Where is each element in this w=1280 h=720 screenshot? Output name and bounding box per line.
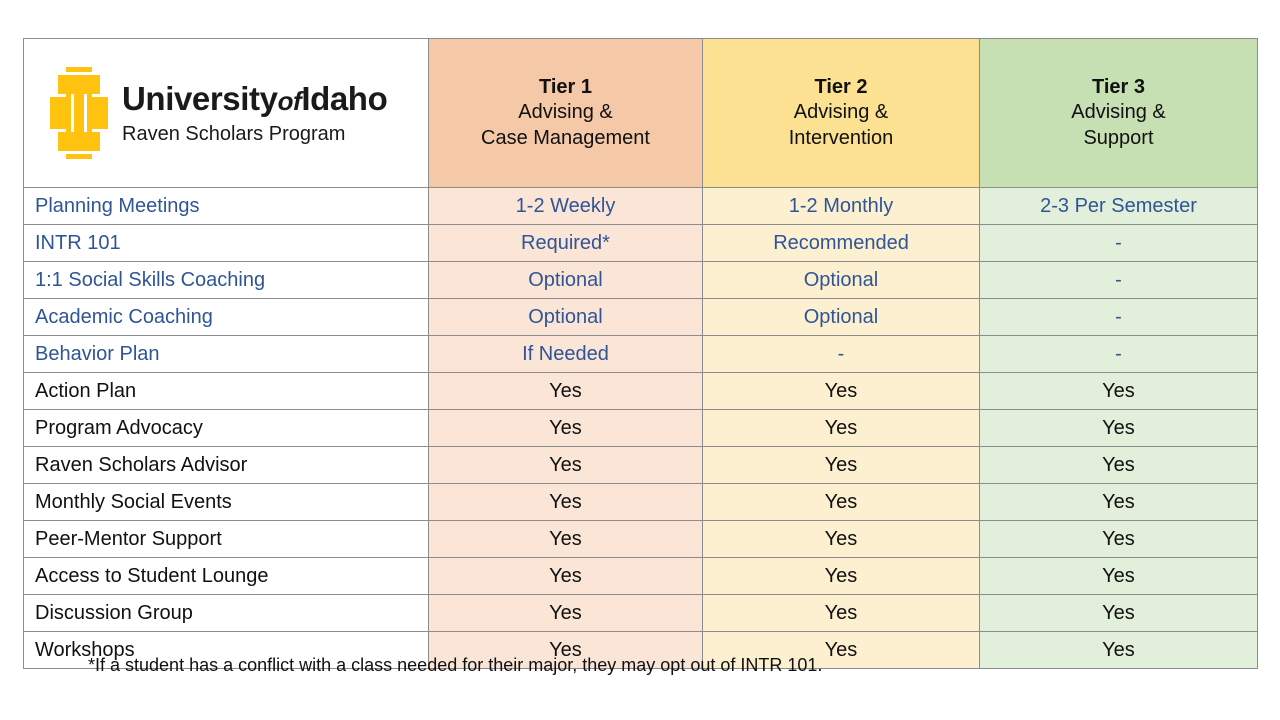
row-label: Monthly Social Events <box>23 483 429 521</box>
cell-tier2: Yes <box>702 446 980 484</box>
cell-tier3: Yes <box>979 520 1258 558</box>
cell-tier2: - <box>702 335 980 373</box>
cell-tier2: Yes <box>702 483 980 521</box>
cell-tier3: - <box>979 335 1258 373</box>
tier2-desc-line1: Advising & <box>793 101 889 124</box>
tier1-desc-line2: Case Management <box>481 126 650 149</box>
row-label: Program Advocacy <box>23 409 429 447</box>
cell-tier3: Yes <box>979 483 1258 521</box>
tier2-desc-line2: Intervention <box>788 126 894 149</box>
logo-title-university: University <box>122 80 278 117</box>
tier-comparison-table-wrapper: UniversityofIdaho Raven Scholars Program… <box>23 38 1258 669</box>
cell-tier1: If Needed <box>428 335 703 373</box>
cell-tier3: Yes <box>979 446 1258 484</box>
tier3-name: Tier 3 <box>1092 75 1145 98</box>
cell-tier2: Yes <box>702 594 980 632</box>
row-label: Planning Meetings <box>23 187 429 225</box>
cell-tier2: Optional <box>702 261 980 299</box>
row-label: Behavior Plan <box>23 335 429 373</box>
cell-tier3: - <box>979 298 1258 336</box>
cell-tier1: Yes <box>428 372 703 410</box>
tier2-name: Tier 2 <box>814 75 868 98</box>
table-header: UniversityofIdaho Raven Scholars Program… <box>23 38 1258 188</box>
row-label: INTR 101 <box>23 224 429 262</box>
row-label: Access to Student Lounge <box>23 557 429 595</box>
cell-tier2: 1-2 Monthly <box>702 187 980 225</box>
cell-tier2: Yes <box>702 520 980 558</box>
cell-tier1: Yes <box>428 520 703 558</box>
cell-tier2: Recommended <box>702 224 980 262</box>
header-row: UniversityofIdaho Raven Scholars Program… <box>23 38 1258 188</box>
row-label: Raven Scholars Advisor <box>23 446 429 484</box>
logo-title-of: of <box>277 86 302 116</box>
cell-tier1: Yes <box>428 557 703 595</box>
cell-tier1: Yes <box>428 594 703 632</box>
cell-tier1: 1-2 Weekly <box>428 187 703 225</box>
cell-tier1: Optional <box>428 261 703 299</box>
tier3-desc-line2: Support <box>1083 126 1154 149</box>
cell-tier1: Yes <box>428 409 703 447</box>
logo-cell: UniversityofIdaho Raven Scholars Program <box>23 38 429 188</box>
tier-comparison-table: UniversityofIdaho Raven Scholars Program… <box>23 38 1258 669</box>
cell-tier3: Yes <box>979 372 1258 410</box>
row-label: Action Plan <box>23 372 429 410</box>
cell-tier3: Yes <box>979 409 1258 447</box>
column-header-tier2: Tier 2 Advising & Intervention <box>702 38 980 188</box>
cell-tier1: Required* <box>428 224 703 262</box>
logo-wordmark: UniversityofIdaho Raven Scholars Program <box>122 80 388 145</box>
tier1-name: Tier 1 <box>539 75 592 98</box>
logo-title-idaho: Idaho <box>301 80 388 117</box>
cell-tier3: Yes <box>979 594 1258 632</box>
block-i-logo-icon <box>50 67 108 159</box>
cell-tier3: 2-3 Per Semester <box>979 187 1258 225</box>
cell-tier2: Yes <box>702 557 980 595</box>
cell-tier2: Yes <box>702 409 980 447</box>
cell-tier1: Optional <box>428 298 703 336</box>
row-label: Workshops <box>23 631 429 669</box>
footnote-text: *If a student has a conflict with a clas… <box>88 655 823 675</box>
tier1-desc-line1: Advising & <box>518 101 613 124</box>
row-label: 1:1 Social Skills Coaching <box>23 261 429 299</box>
cell-tier3: Yes <box>979 557 1258 595</box>
tier3-desc-line1: Advising & <box>1071 101 1166 124</box>
row-label: Academic Coaching <box>23 298 429 336</box>
column-header-tier3: Tier 3 Advising & Support <box>979 38 1258 188</box>
logo-lockup: UniversityofIdaho Raven Scholars Program <box>50 67 428 159</box>
logo-title: UniversityofIdaho <box>122 80 388 117</box>
cell-tier3: - <box>979 224 1258 262</box>
cell-tier2: Yes <box>702 372 980 410</box>
cell-tier2: Optional <box>702 298 980 336</box>
cell-tier1: Yes <box>428 483 703 521</box>
column-header-tier1: Tier 1 Advising & Case Management <box>428 38 703 188</box>
cell-tier3: - <box>979 261 1258 299</box>
logo-subtitle: Raven Scholars Program <box>122 123 346 145</box>
cell-tier2: Yes <box>702 631 980 669</box>
cell-tier3: Yes <box>979 631 1258 669</box>
cell-tier1: Yes <box>428 446 703 484</box>
row-label: Peer-Mentor Support <box>23 520 429 558</box>
row-label: Discussion Group <box>23 594 429 632</box>
